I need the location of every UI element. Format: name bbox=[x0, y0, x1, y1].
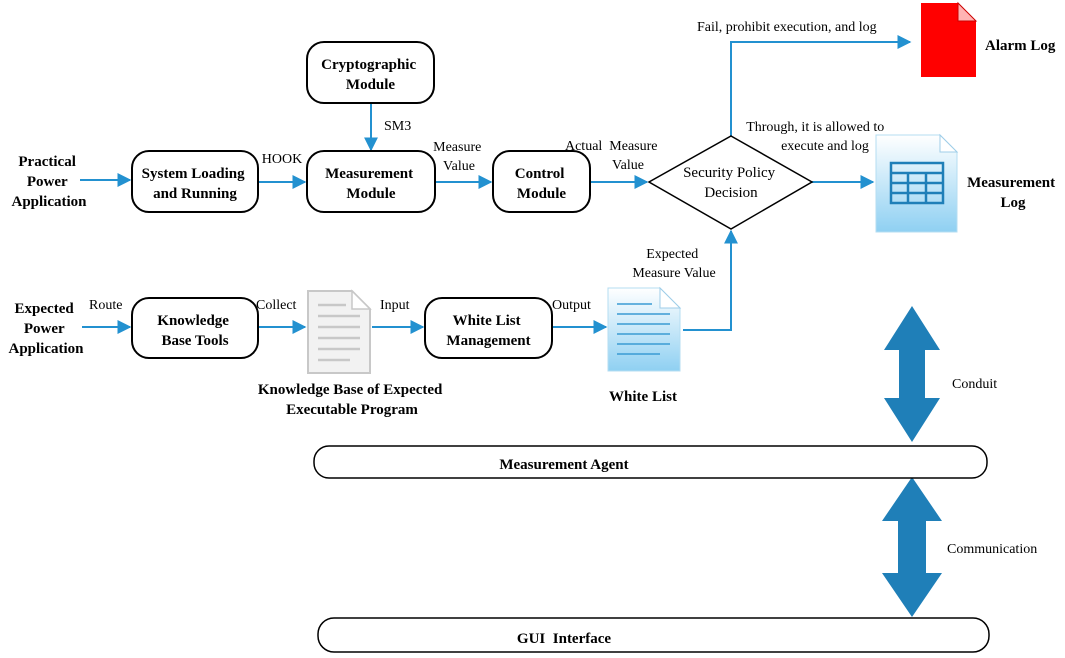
white-list-document-icon bbox=[607, 286, 682, 372]
svg-text:Control Module: Control Module bbox=[515, 166, 568, 202]
measurement-agent-bar: Measurement Agent bbox=[313, 445, 988, 479]
collect-label: Collect bbox=[256, 298, 297, 313]
route-label: Route bbox=[89, 298, 122, 313]
node-knowledge-base-tools: Knowledge Base Tools bbox=[131, 297, 259, 359]
actual-measure-value-label: Actual Measure Value bbox=[565, 139, 661, 173]
table-grid-icon bbox=[889, 161, 945, 205]
svg-text:White List Management: White List Management bbox=[446, 313, 530, 349]
svg-text:Measurement Agent: Measurement Agent bbox=[499, 457, 628, 473]
conduit-double-arrow bbox=[884, 306, 940, 442]
sm3-label: SM3 bbox=[384, 119, 411, 134]
arrow-white-list-to-decision bbox=[683, 229, 738, 331]
gui-interface-bar: GUI Interface bbox=[317, 617, 990, 653]
alarm-log-label: Alarm Log bbox=[985, 38, 1056, 54]
flow-arrows bbox=[80, 35, 912, 334]
node-security-policy-decision: Security Policy Decision bbox=[647, 135, 814, 230]
svg-text:GUI Interface: GUI Interface bbox=[517, 631, 611, 647]
communication-label: Communication bbox=[947, 542, 1037, 557]
expected-power-application-label: Expected Power Application bbox=[8, 301, 84, 357]
svg-text:Security Policy Decision: Security Policy Decision bbox=[683, 165, 779, 201]
measure-value-label: Measure Value bbox=[433, 140, 485, 174]
measurement-log-document-icon bbox=[875, 133, 959, 233]
node-control-module: Control Module bbox=[492, 150, 591, 213]
white-list-label: White List bbox=[609, 389, 677, 405]
conduit-label: Conduit bbox=[952, 377, 997, 392]
svg-text:System Loading and Runni: System Loading and Running bbox=[142, 166, 249, 202]
input-label: Input bbox=[380, 298, 410, 313]
alarm-log-document-icon bbox=[921, 1, 978, 77]
fail-label: Fail, prohibit execution, and log bbox=[697, 20, 877, 35]
svg-text:Cryptographic Module: Cryptographic Module bbox=[321, 57, 420, 93]
communication-double-arrow bbox=[882, 477, 942, 617]
through-label: Through, it is allowed to execute and lo… bbox=[746, 120, 888, 154]
output-label: Output bbox=[552, 298, 591, 313]
node-system-loading-and-running: System Loading and Running bbox=[131, 150, 259, 213]
svg-text:Measurement Module: Measurement Module bbox=[325, 166, 417, 202]
node-cryptographic-module: Cryptographic Module bbox=[306, 41, 435, 104]
svg-text:Knowledge Base Tools: Knowledge Base Tools bbox=[157, 313, 232, 349]
arrow-decision-to-alarm-log bbox=[730, 35, 912, 136]
practical-power-application-label: Practical Power Application bbox=[11, 154, 87, 210]
knowledge-base-document-icon bbox=[307, 289, 372, 374]
node-white-list-management: White List Management bbox=[424, 297, 553, 359]
node-measurement-module: Measurement Module bbox=[306, 150, 436, 213]
measurement-log-label: Measurement Log bbox=[967, 175, 1059, 211]
knowledge-base-label: Knowledge Base of Expected Executable Pr… bbox=[258, 382, 446, 418]
expected-measure-value-label: Expected Measure Value bbox=[632, 247, 715, 281]
hook-label: HOOK bbox=[262, 152, 302, 167]
